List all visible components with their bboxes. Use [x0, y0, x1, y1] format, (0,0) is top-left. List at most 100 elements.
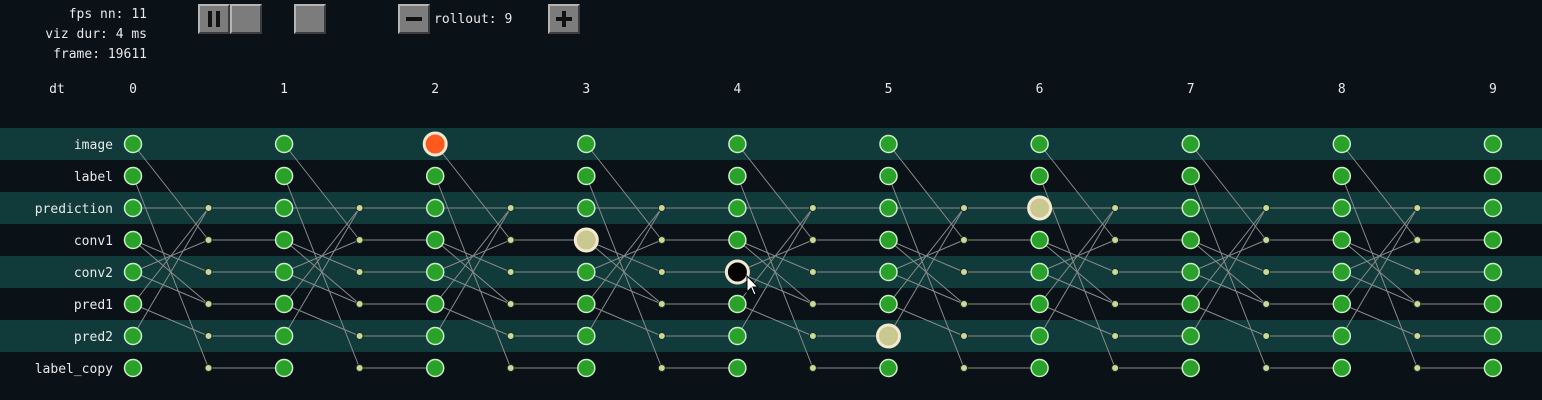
node-prediction-5[interactable]: [879, 198, 898, 218]
link-node[interactable]: [1111, 300, 1120, 308]
link-node[interactable]: [960, 364, 968, 372]
node-pred2-1[interactable]: [274, 326, 294, 346]
link-node[interactable]: [355, 236, 364, 244]
link-node[interactable]: [960, 332, 968, 340]
link-node[interactable]: [355, 364, 364, 372]
node-pred2-0[interactable]: [123, 326, 143, 346]
link-node[interactable]: [1413, 332, 1422, 340]
link-node[interactable]: [960, 268, 968, 276]
node-label-2[interactable]: [425, 166, 445, 186]
link-node[interactable]: [1413, 204, 1422, 212]
node-prediction-7[interactable]: [1181, 198, 1200, 218]
node-pred2-5[interactable]: [876, 323, 901, 349]
node-image-0[interactable]: [123, 134, 143, 154]
node-pred1-5[interactable]: [879, 294, 898, 314]
link-node[interactable]: [657, 236, 666, 244]
link-node[interactable]: [204, 300, 213, 308]
node-pred1-1[interactable]: [274, 294, 294, 314]
link-node[interactable]: [1413, 300, 1422, 308]
node-image-1[interactable]: [274, 134, 294, 154]
link-node[interactable]: [1262, 300, 1271, 308]
link-node[interactable]: [506, 236, 515, 244]
record-button[interactable]: [294, 4, 326, 34]
node-conv1-6[interactable]: [1030, 230, 1049, 250]
link-node[interactable]: [1111, 268, 1120, 276]
link-node[interactable]: [1111, 332, 1120, 340]
node-pred1-0[interactable]: [123, 294, 143, 314]
node-label-0[interactable]: [123, 166, 143, 186]
link-node[interactable]: [1111, 364, 1120, 372]
link-node[interactable]: [808, 300, 817, 308]
node-conv2-5[interactable]: [879, 262, 898, 282]
node-label-5[interactable]: [879, 166, 898, 186]
node-image-3[interactable]: [577, 134, 596, 154]
node-label-8[interactable]: [1332, 166, 1352, 186]
node-label_copy-8[interactable]: [1332, 358, 1352, 378]
link-node[interactable]: [808, 268, 817, 276]
node-pred2-9[interactable]: [1483, 326, 1503, 346]
link-node[interactable]: [657, 364, 666, 372]
link-node[interactable]: [355, 300, 364, 308]
node-conv1-3[interactable]: [573, 227, 599, 253]
link-node[interactable]: [657, 204, 666, 212]
node-conv2-8[interactable]: [1332, 262, 1352, 282]
node-pred2-2[interactable]: [425, 326, 445, 346]
node-pred2-7[interactable]: [1181, 326, 1200, 346]
node-prediction-8[interactable]: [1332, 198, 1352, 218]
link-node[interactable]: [204, 332, 213, 340]
node-image-6[interactable]: [1030, 134, 1049, 154]
node-conv2-2[interactable]: [425, 262, 445, 282]
node-label_copy-3[interactable]: [577, 358, 596, 378]
link-node[interactable]: [657, 300, 666, 308]
link-node[interactable]: [808, 364, 817, 372]
rollout-increase-button[interactable]: [548, 4, 580, 34]
node-prediction-0[interactable]: [123, 198, 143, 218]
node-prediction-6[interactable]: [1027, 195, 1053, 221]
link-node[interactable]: [506, 300, 515, 308]
node-label_copy-1[interactable]: [274, 358, 294, 378]
node-prediction-9[interactable]: [1483, 198, 1503, 218]
link-node[interactable]: [657, 268, 666, 276]
link-node[interactable]: [1413, 236, 1422, 244]
link-node[interactable]: [506, 268, 515, 276]
node-pred1-8[interactable]: [1332, 294, 1352, 314]
node-image-5[interactable]: [879, 134, 898, 154]
node-conv2-6[interactable]: [1030, 262, 1049, 282]
node-pred2-4[interactable]: [728, 326, 747, 346]
node-prediction-3[interactable]: [577, 198, 596, 218]
link-node[interactable]: [808, 204, 817, 212]
node-conv1-8[interactable]: [1332, 230, 1352, 250]
link-node[interactable]: [355, 268, 364, 276]
node-label_copy-2[interactable]: [425, 358, 445, 378]
link-node[interactable]: [960, 300, 968, 308]
link-node[interactable]: [506, 204, 515, 212]
rollout-decrease-button[interactable]: [398, 4, 430, 34]
node-pred1-3[interactable]: [577, 294, 596, 314]
link-node[interactable]: [1413, 364, 1422, 372]
node-label-4[interactable]: [728, 166, 747, 186]
node-image-8[interactable]: [1332, 134, 1352, 154]
node-pred1-4[interactable]: [728, 294, 747, 314]
link-node[interactable]: [808, 332, 817, 340]
node-label_copy-7[interactable]: [1181, 358, 1200, 378]
link-node[interactable]: [506, 332, 515, 340]
pause-button[interactable]: [198, 4, 230, 34]
node-pred1-9[interactable]: [1483, 294, 1503, 314]
node-prediction-1[interactable]: [274, 198, 294, 218]
link-node[interactable]: [1262, 332, 1271, 340]
link-node[interactable]: [657, 332, 666, 340]
node-pred1-7[interactable]: [1181, 294, 1200, 314]
node-conv1-1[interactable]: [274, 230, 294, 250]
node-pred1-2[interactable]: [425, 294, 445, 314]
node-label-1[interactable]: [274, 166, 294, 186]
link-node[interactable]: [808, 236, 817, 244]
node-prediction-2[interactable]: [425, 198, 445, 218]
node-pred1-6[interactable]: [1030, 294, 1049, 314]
link-node[interactable]: [960, 236, 968, 244]
node-label_copy-9[interactable]: [1483, 358, 1503, 378]
node-conv1-2[interactable]: [425, 230, 445, 250]
node-conv2-9[interactable]: [1483, 262, 1503, 282]
link-node[interactable]: [960, 204, 968, 212]
link-node[interactable]: [355, 332, 364, 340]
node-image-4[interactable]: [728, 134, 747, 154]
